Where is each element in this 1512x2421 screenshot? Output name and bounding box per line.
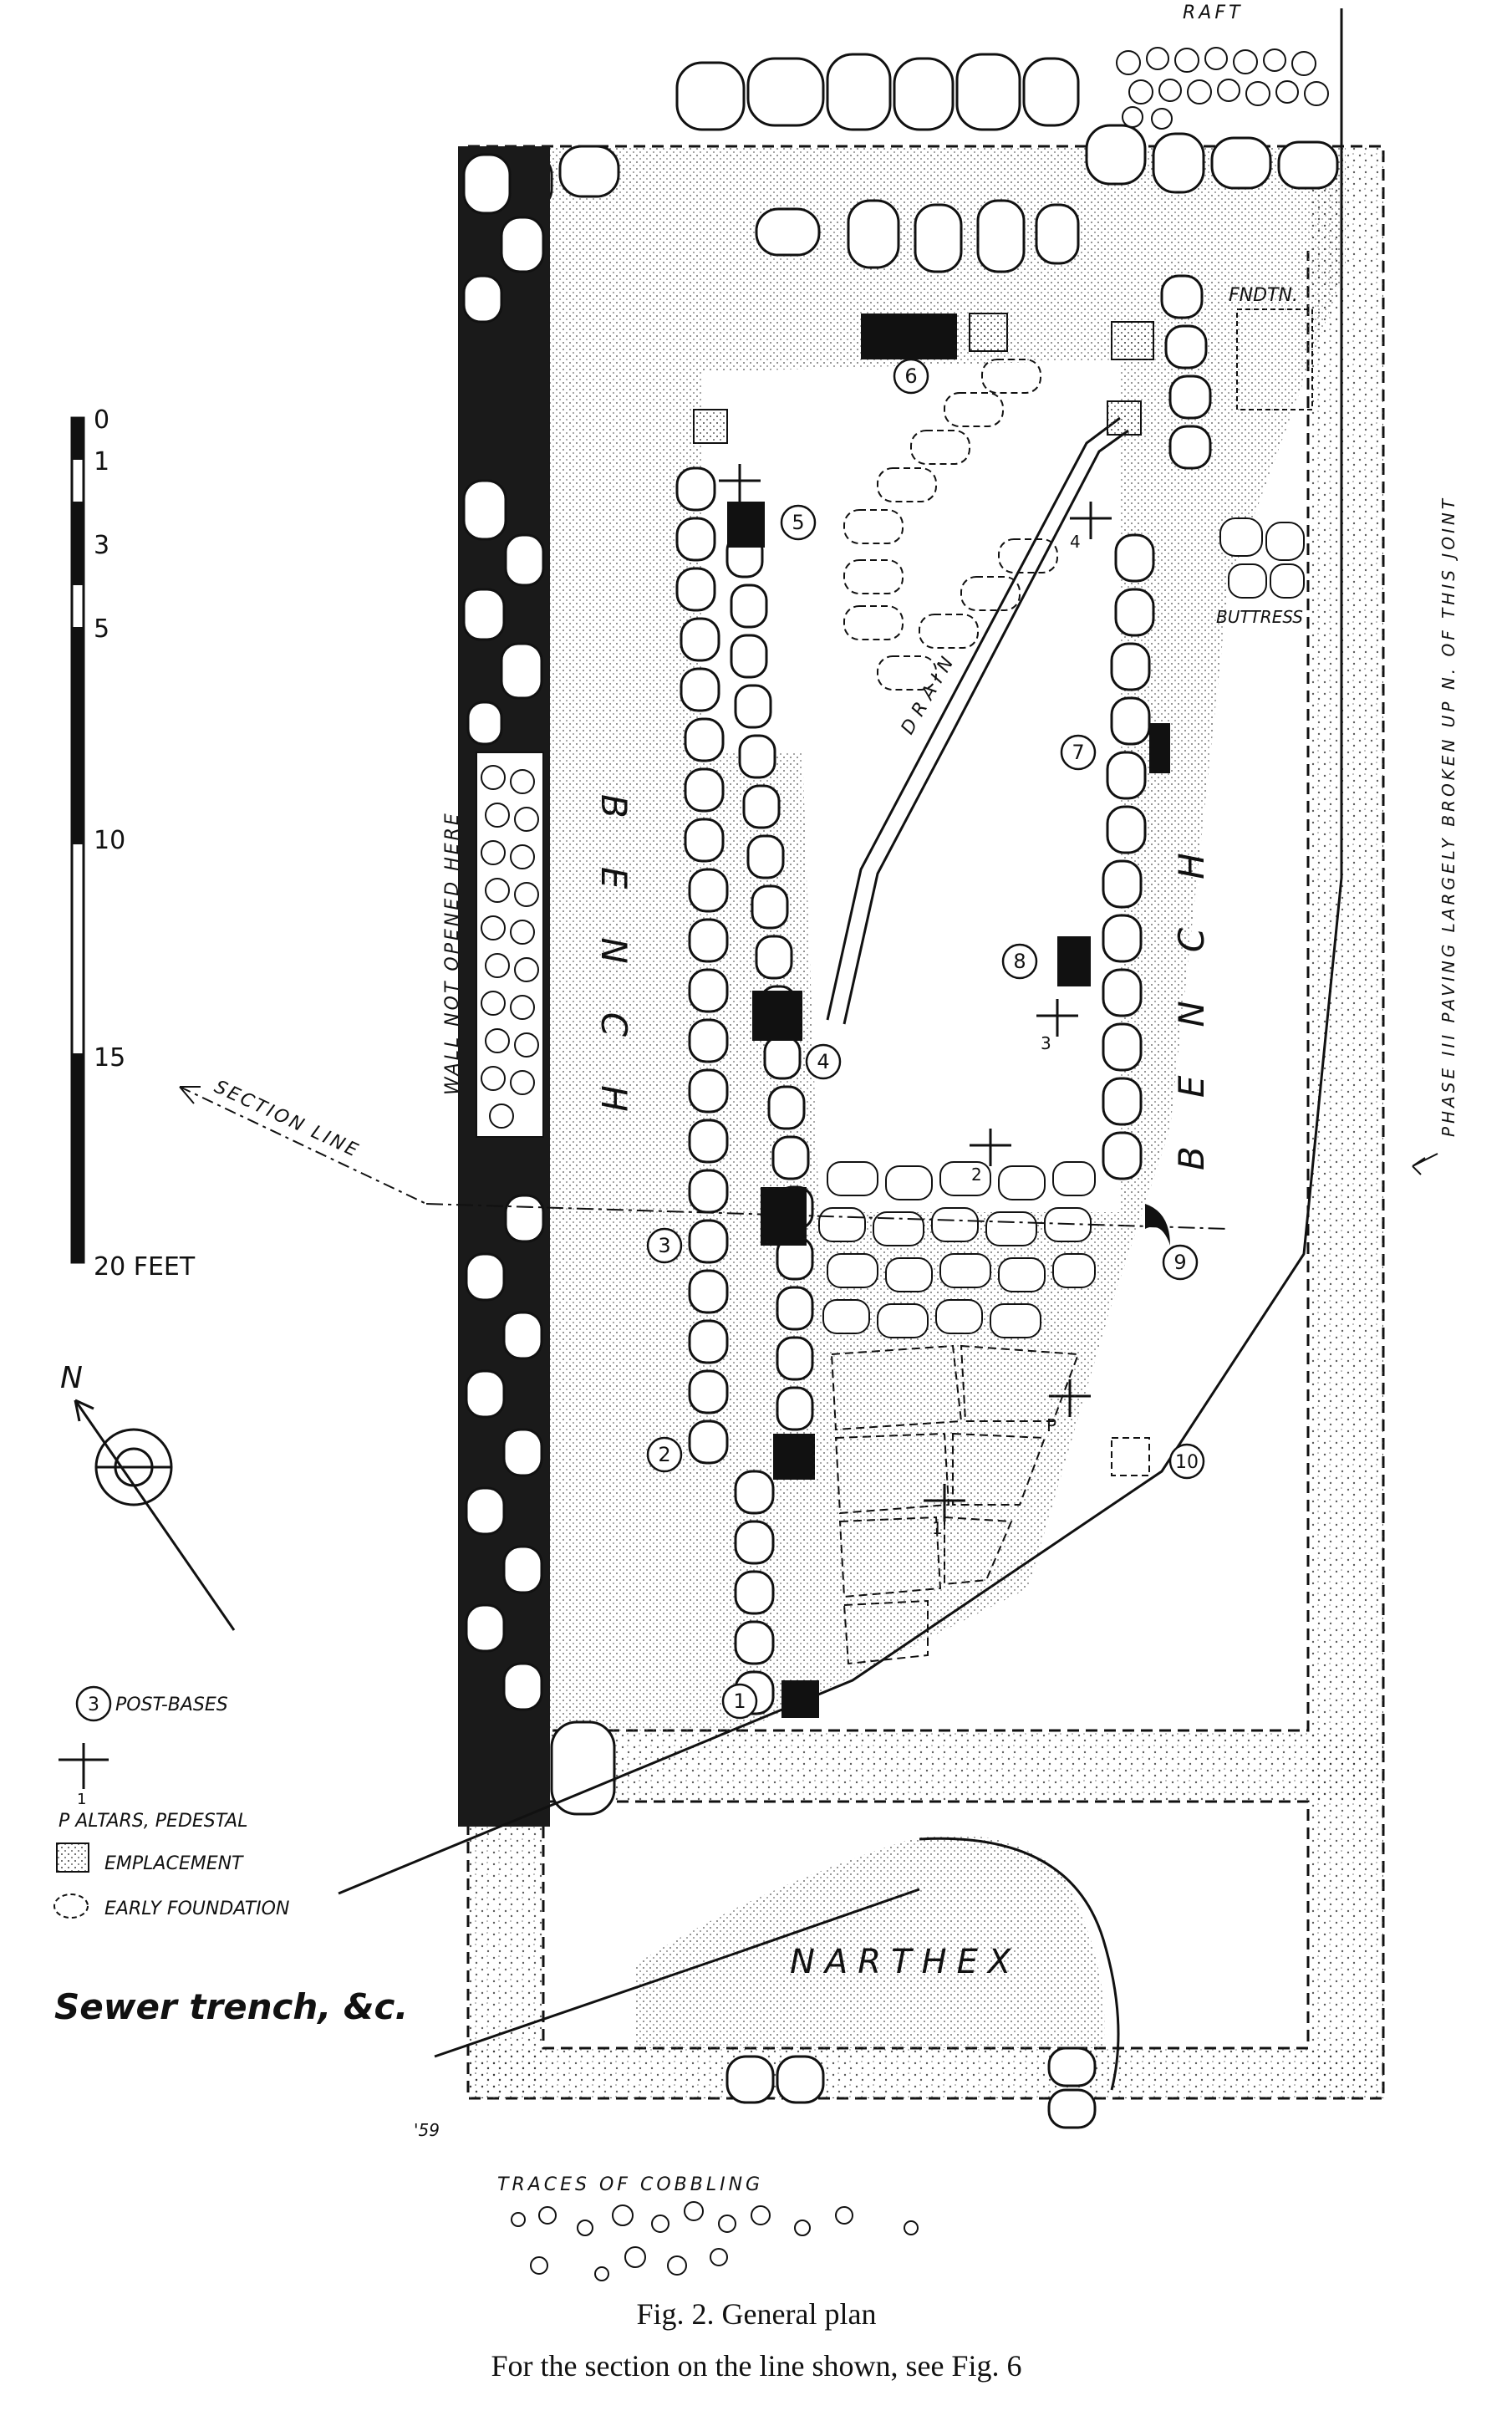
cobbling-traces (511, 2201, 919, 2281)
scale-0: 0 (94, 405, 109, 435)
post-base-markers (75, 358, 1205, 1722)
fndtn-label: FNDTN. (1229, 285, 1298, 306)
post-base-1: 1 (733, 1690, 746, 1713)
sewer-trench-lines (338, 8, 1343, 2091)
raft-cobbles (1116, 47, 1329, 130)
figure-caption-title: Fig. 2. General plan (637, 2297, 877, 2331)
legend-altars: P ALTARS, PEDESTAL (59, 1811, 247, 1832)
post-base-7: 7 (1072, 741, 1084, 764)
legend-altar-marker: 1 (77, 1791, 86, 1808)
legend-emplacement: EMPLACEMENT (104, 1853, 244, 1874)
post-base-9: 9 (1173, 1251, 1186, 1274)
scale-5: 5 (94, 614, 109, 644)
phase-note-label: PHASE III PAVING LARGELY BROKEN UP N. OF… (1438, 496, 1459, 1137)
altar-3: 3 (1041, 1033, 1051, 1053)
narthex-label: NARTHEX (790, 1943, 1021, 1981)
north-wall-stones (504, 53, 1339, 273)
scale-bar (70, 416, 85, 1264)
figure-caption-subtitle: For the section on the line shown, see F… (491, 2349, 1022, 2383)
altar-2: 2 (971, 1165, 982, 1185)
broken-paving-slabs (830, 1344, 1080, 1665)
traces-of-cobbling-label: TRACES OF COBBLING (497, 2174, 763, 2195)
scale-3: 3 (94, 531, 109, 560)
altar-1: 1 (932, 1518, 943, 1538)
buttress-label: BUTTRESS (1216, 607, 1303, 627)
emplacement-squares (693, 313, 1154, 444)
nave-interior (702, 359, 1120, 1212)
buttress-stones (1219, 308, 1313, 599)
altar-pedestal: P (1046, 1415, 1056, 1435)
post-base-6: 6 (904, 364, 917, 388)
raft-label: RAFT (1183, 3, 1243, 23)
section-line-label: SECTION LINE (211, 1077, 363, 1163)
post-base-blocks (727, 313, 1170, 1718)
altar-4: 4 (1070, 532, 1081, 552)
scale-10: 10 (94, 826, 125, 855)
post-base-10: 10 (1175, 1452, 1199, 1473)
altar-labels: 1 2 3 4 P (932, 532, 1081, 1538)
legend-early-foundation-symbol (53, 1893, 89, 1919)
legend-emplacement-symbol (56, 1843, 89, 1873)
artist-signature: '59 (414, 2120, 440, 2140)
north-arrow (74, 1399, 236, 1631)
legend-post-bases-number: 3 (88, 1695, 99, 1715)
post-base-numbers: 1 2 3 4 5 6 7 8 9 10 (658, 364, 1199, 1713)
narthex-stones (725, 2046, 1097, 2129)
legend-altar-cross (59, 1743, 109, 1789)
post-base-3: 3 (658, 1234, 670, 1257)
early-foundation-outlines (843, 359, 1058, 691)
bench-east-label: BENCH (1171, 804, 1212, 1170)
nave-west-stone-rows (675, 466, 814, 1715)
wall-not-opened-label: WALL NOT OPENED HERE (442, 811, 463, 1095)
scale-20-feet: 20 FEET (94, 1252, 196, 1282)
bench-west-label: BENCH (593, 794, 634, 1160)
scale-labels: 0 1 3 5 10 15 20 FEET (94, 405, 196, 1282)
legend: 3 POST-BASES 1 P ALTARS, PEDESTAL EMPLAC… (53, 1695, 408, 2027)
altar-crosses (719, 464, 1112, 1521)
scale-1: 1 (94, 447, 109, 477)
drain-channel (826, 416, 1129, 1025)
legend-sewer-trench: Sewer trench, &c. (54, 1986, 408, 2027)
legend-early-foundation: EARLY FOUNDATION (104, 1899, 289, 1919)
legend-post-bases: POST-BASES (115, 1695, 228, 1715)
post-base-4: 4 (817, 1050, 829, 1073)
post-base-2: 2 (658, 1443, 670, 1466)
post-base-8: 8 (1013, 950, 1026, 973)
scale-15: 15 (94, 1043, 125, 1073)
phase-note-pointer (1412, 1153, 1438, 1175)
post-base-10-square (1111, 1437, 1150, 1476)
paving-stones (818, 1161, 1096, 1338)
section-line (179, 1086, 1229, 1230)
post-base-5: 5 (792, 511, 804, 534)
west-wall-stones (458, 146, 616, 1827)
nave-east-stone-row (1102, 274, 1212, 1180)
north-label: N (60, 1361, 83, 1395)
